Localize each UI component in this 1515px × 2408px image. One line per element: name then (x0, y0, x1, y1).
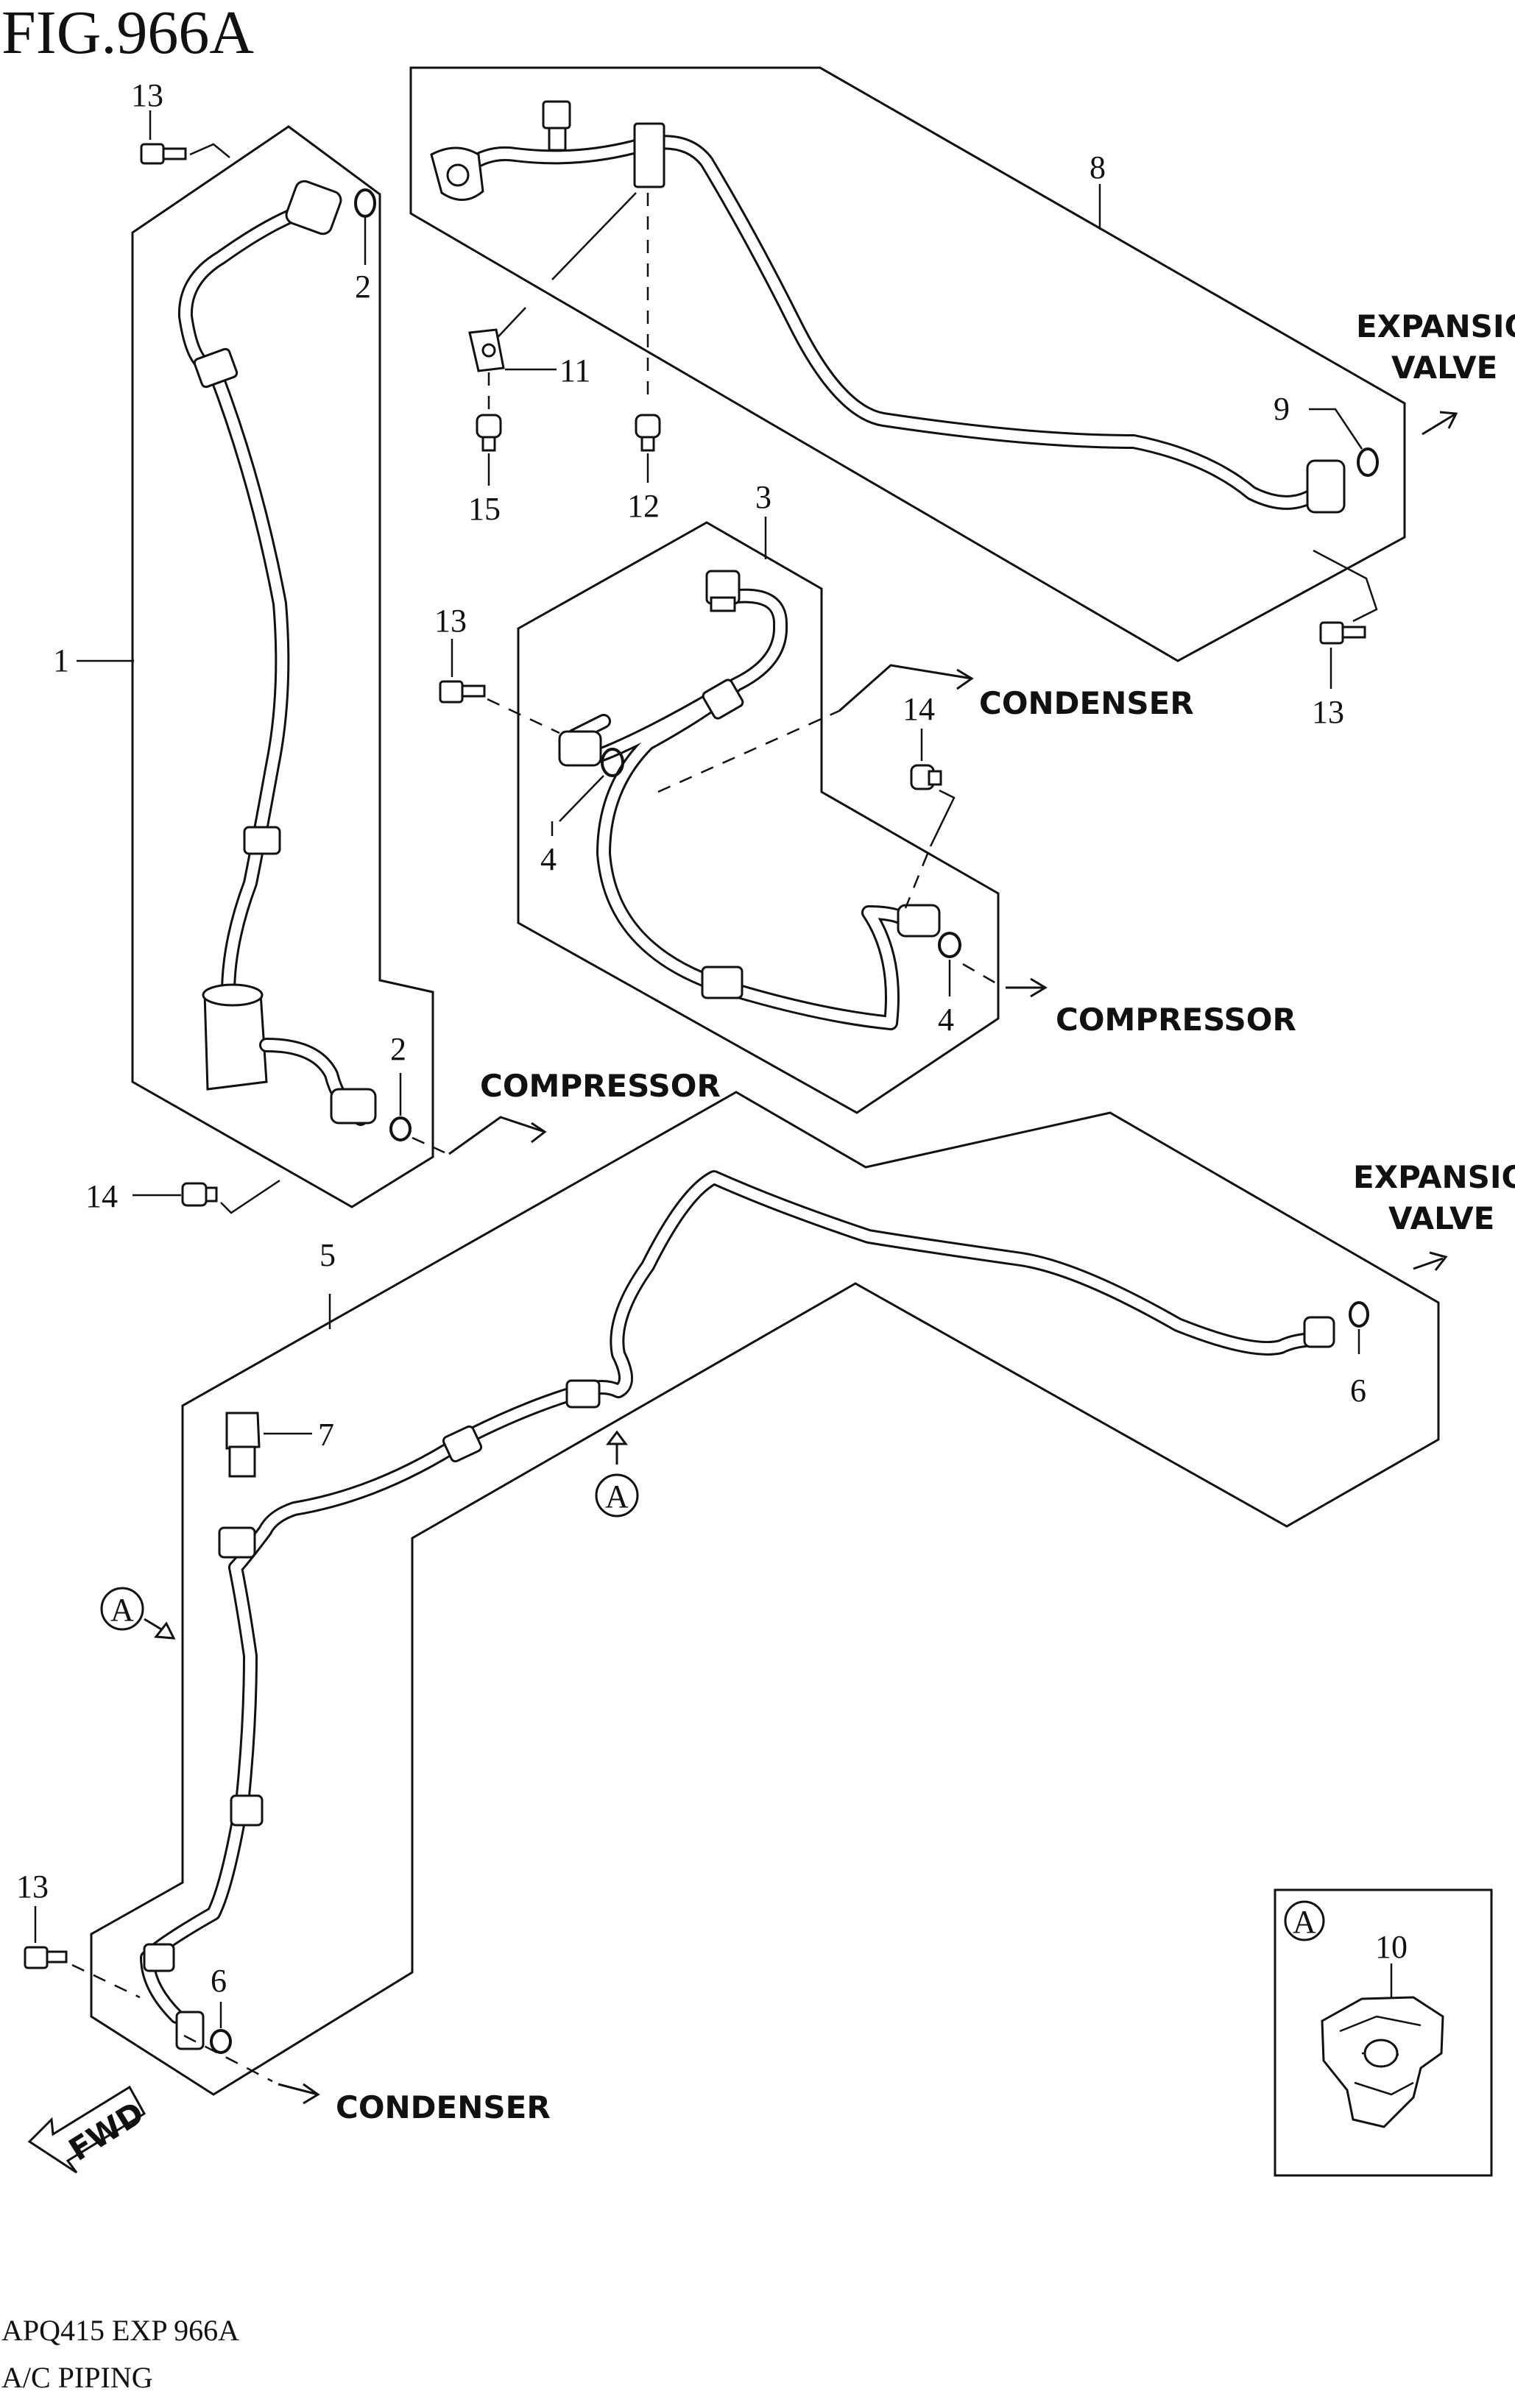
bolt-15 (476, 414, 502, 439)
callout-4: 4 (540, 841, 557, 877)
label-compressor-right: COMPRESSOR (1056, 1002, 1296, 1038)
callout-6: 6 (211, 1963, 227, 1999)
o-ring-6-right (1349, 1301, 1369, 1328)
detail-view-a-label: A (1293, 1904, 1316, 1940)
label-condenser-mid: CONDENSER (979, 685, 1194, 721)
o-ring-2-bottom (389, 1116, 412, 1141)
figure-code: APQ415 EXP 966A (1, 2314, 239, 2347)
part-group-5: 5 7 6 6 EXPANSION VALVE (90, 1091, 1515, 2096)
bolt-13-top-left: 13 (131, 77, 230, 165)
pipe-fitting (330, 1088, 377, 1125)
pipe-fitting (897, 904, 941, 938)
bolt-14-mid: 14 (903, 691, 956, 909)
callout-2: 2 (390, 1031, 406, 1067)
pipe-clamp (633, 122, 665, 188)
pressure-sensor-7 (225, 1412, 261, 1450)
hose-sleeve (565, 1379, 601, 1409)
callout-10: 10 (1375, 1929, 1408, 1965)
label-expansion-valve-mid-2: VALVE (1388, 1200, 1494, 1236)
callout-7: 7 (318, 1417, 334, 1453)
callout-3: 3 (755, 479, 771, 515)
callout-13: 13 (434, 603, 467, 639)
clamp-and-bolts: 11 15 12 (468, 192, 661, 527)
callout-11: 11 (559, 353, 590, 389)
bolt-13-right: 13 (1312, 549, 1378, 730)
hose-sleeve (702, 679, 744, 720)
callout-4: 4 (938, 1002, 954, 1038)
bolt-14-left: 14 (85, 1178, 280, 1214)
part-group-1: 1 2 2 (53, 125, 434, 1208)
label-expansion-valve-top: EXPANSION (1356, 308, 1515, 344)
o-ring-2-top (354, 188, 376, 218)
group-1-outline (131, 125, 434, 1208)
hose-sleeve (701, 966, 744, 999)
callout-13: 13 (16, 1869, 49, 1905)
pipe-fitting (558, 730, 602, 767)
arrow-to-compressor (448, 1116, 545, 1155)
detail-view-a: A 10 (1274, 1888, 1493, 2177)
o-ring-4-left (601, 748, 624, 777)
pipe-fitting (1306, 459, 1346, 514)
callout-14: 14 (85, 1178, 118, 1214)
callout-14: 14 (903, 691, 935, 727)
bolt-12 (635, 414, 661, 439)
hose-sleeve (442, 1425, 483, 1463)
callout-15: 15 (468, 491, 501, 527)
hose-sleeve (230, 1794, 264, 1827)
pipe-fitting (175, 2011, 205, 2050)
arrow-to-condenser (278, 2083, 319, 2096)
label-compressor-left: COMPRESSOR (480, 1068, 721, 1104)
arrow-to-condenser (838, 664, 972, 712)
bolt-13-bottom-left: 13 (16, 1869, 141, 1999)
group-5-outline (90, 1091, 1440, 2096)
callout-13: 13 (1312, 694, 1344, 730)
part-group-3: 3 4 4 (517, 479, 1000, 1114)
o-ring-4-right (938, 932, 961, 958)
callout-13: 13 (131, 77, 163, 113)
view-marker-a-left: A (100, 1587, 176, 1640)
fwd-arrow: FWD (27, 2085, 150, 2174)
bolt-13-mid: 13 (434, 603, 560, 734)
label-expansion-valve-mid: EXPANSION (1353, 1159, 1515, 1195)
o-ring-6-left (210, 2029, 232, 2054)
label-expansion-valve-top-2: VALVE (1391, 350, 1497, 386)
detail-view-a-box (1274, 1888, 1493, 2177)
figure-title: FIG.966A (1, 0, 254, 67)
pipe-fitting (1303, 1316, 1335, 1348)
label-condenser-bottom: CONDENSER (336, 2089, 551, 2125)
view-marker-a-label: A (605, 1479, 629, 1515)
hose-sleeve (193, 347, 239, 389)
callout-9: 9 (1274, 391, 1290, 427)
o-ring-9 (1357, 447, 1379, 477)
callout-1: 1 (53, 642, 69, 679)
receiver-drier (203, 992, 268, 1091)
callout-12: 12 (627, 488, 660, 524)
hose-sleeve (243, 826, 281, 855)
callout-6: 6 (1350, 1373, 1366, 1409)
figure-name: A/C PIPING (1, 2361, 153, 2394)
service-valve (542, 100, 571, 130)
group-3-outline (517, 521, 1000, 1114)
view-marker-a-up: A (595, 1430, 639, 1518)
pipe-fitting (285, 180, 342, 236)
callout-2: 2 (355, 269, 371, 305)
hose-sleeve (143, 1943, 175, 1972)
callout-5: 5 (319, 1237, 336, 1273)
view-marker-a-label: A (110, 1592, 134, 1628)
pipe-fitting (218, 1526, 256, 1559)
part-group-8: 8 9 EXPANSION VALVE (409, 66, 1515, 662)
callout-8: 8 (1090, 149, 1106, 185)
